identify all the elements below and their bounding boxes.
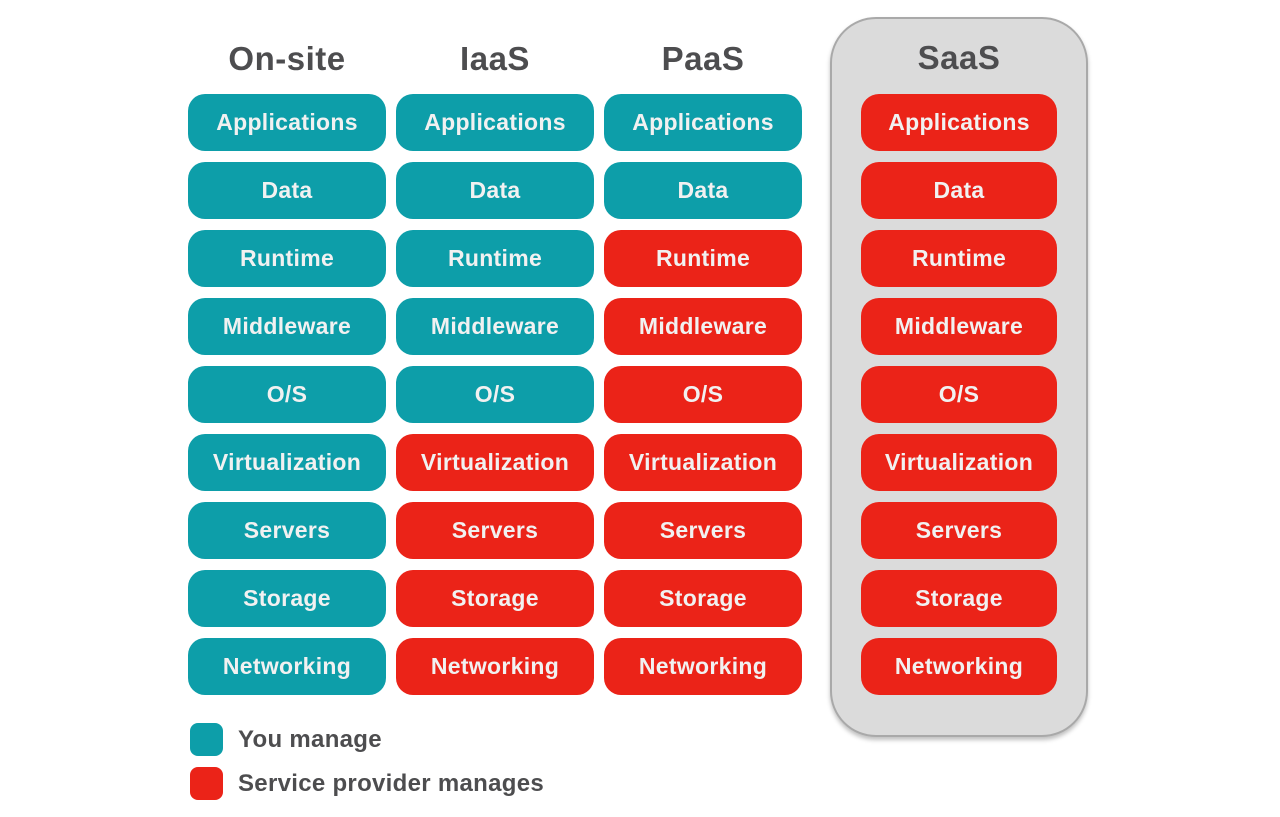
pill-saas-middleware: Middleware (861, 298, 1057, 355)
you-manage-swatch (190, 723, 223, 756)
saas-panel: SaaS Applications Data Runtime Middlewar… (830, 17, 1088, 737)
pill-on-site-middleware: Middleware (188, 298, 386, 355)
legend-label-service-provider-manages: Service provider manages (238, 769, 545, 797)
pill-saas-applications: Applications (861, 94, 1057, 151)
pill-saas-servers: Servers (861, 502, 1057, 559)
pill-iaas-virtualization: Virtualization (396, 434, 594, 491)
legend: You manage Service provider manages (190, 723, 544, 811)
pill-on-site-storage: Storage (188, 570, 386, 627)
pill-on-site-data: Data (188, 162, 386, 219)
legend-item-service-provider-manages: Service provider manages (190, 767, 544, 800)
pill-on-site-os: O/S (188, 366, 386, 423)
pill-on-site-networking: Networking (188, 638, 386, 695)
pill-saas-networking: Networking (861, 638, 1057, 695)
pill-iaas-storage: Storage (396, 570, 594, 627)
column-title-paas: PaaS (661, 40, 745, 77)
pill-saas-storage: Storage (861, 570, 1057, 627)
column-title-saas: SaaS (917, 39, 1001, 76)
legend-item-you-manage: You manage (190, 723, 544, 756)
pill-saas-virtualization: Virtualization (861, 434, 1057, 491)
pill-on-site-servers: Servers (188, 502, 386, 559)
pill-paas-virtualization: Virtualization (604, 434, 802, 491)
pill-iaas-applications: Applications (396, 94, 594, 151)
pill-paas-networking: Networking (604, 638, 802, 695)
pill-paas-os: O/S (604, 366, 802, 423)
pill-on-site-virtualization: Virtualization (188, 434, 386, 491)
pill-paas-storage: Storage (604, 570, 802, 627)
pill-iaas-servers: Servers (396, 502, 594, 559)
column-iaas: IaaS Applications Data Runtime Middlewar… (396, 38, 594, 706)
pill-saas-os: O/S (861, 366, 1057, 423)
pill-saas-runtime: Runtime (861, 230, 1057, 287)
column-title-iaas: IaaS (460, 40, 530, 77)
pill-paas-servers: Servers (604, 502, 802, 559)
pill-iaas-data: Data (396, 162, 594, 219)
column-title-on-site: On-site (228, 40, 346, 77)
pill-paas-runtime: Runtime (604, 230, 802, 287)
pill-on-site-runtime: Runtime (188, 230, 386, 287)
pill-iaas-runtime: Runtime (396, 230, 594, 287)
pill-iaas-middleware: Middleware (396, 298, 594, 355)
column-on-site: On-site Applications Data Runtime Middle… (188, 38, 386, 706)
pill-iaas-networking: Networking (396, 638, 594, 695)
column-paas: PaaS Applications Data Runtime Middlewar… (604, 38, 802, 706)
pill-saas-data: Data (861, 162, 1057, 219)
pill-iaas-os: O/S (396, 366, 594, 423)
pill-paas-middleware: Middleware (604, 298, 802, 355)
pill-paas-data: Data (604, 162, 802, 219)
pill-paas-applications: Applications (604, 94, 802, 151)
service-provider-manages-swatch (190, 767, 223, 800)
pill-on-site-applications: Applications (188, 94, 386, 151)
legend-label-you-manage: You manage (238, 725, 382, 753)
